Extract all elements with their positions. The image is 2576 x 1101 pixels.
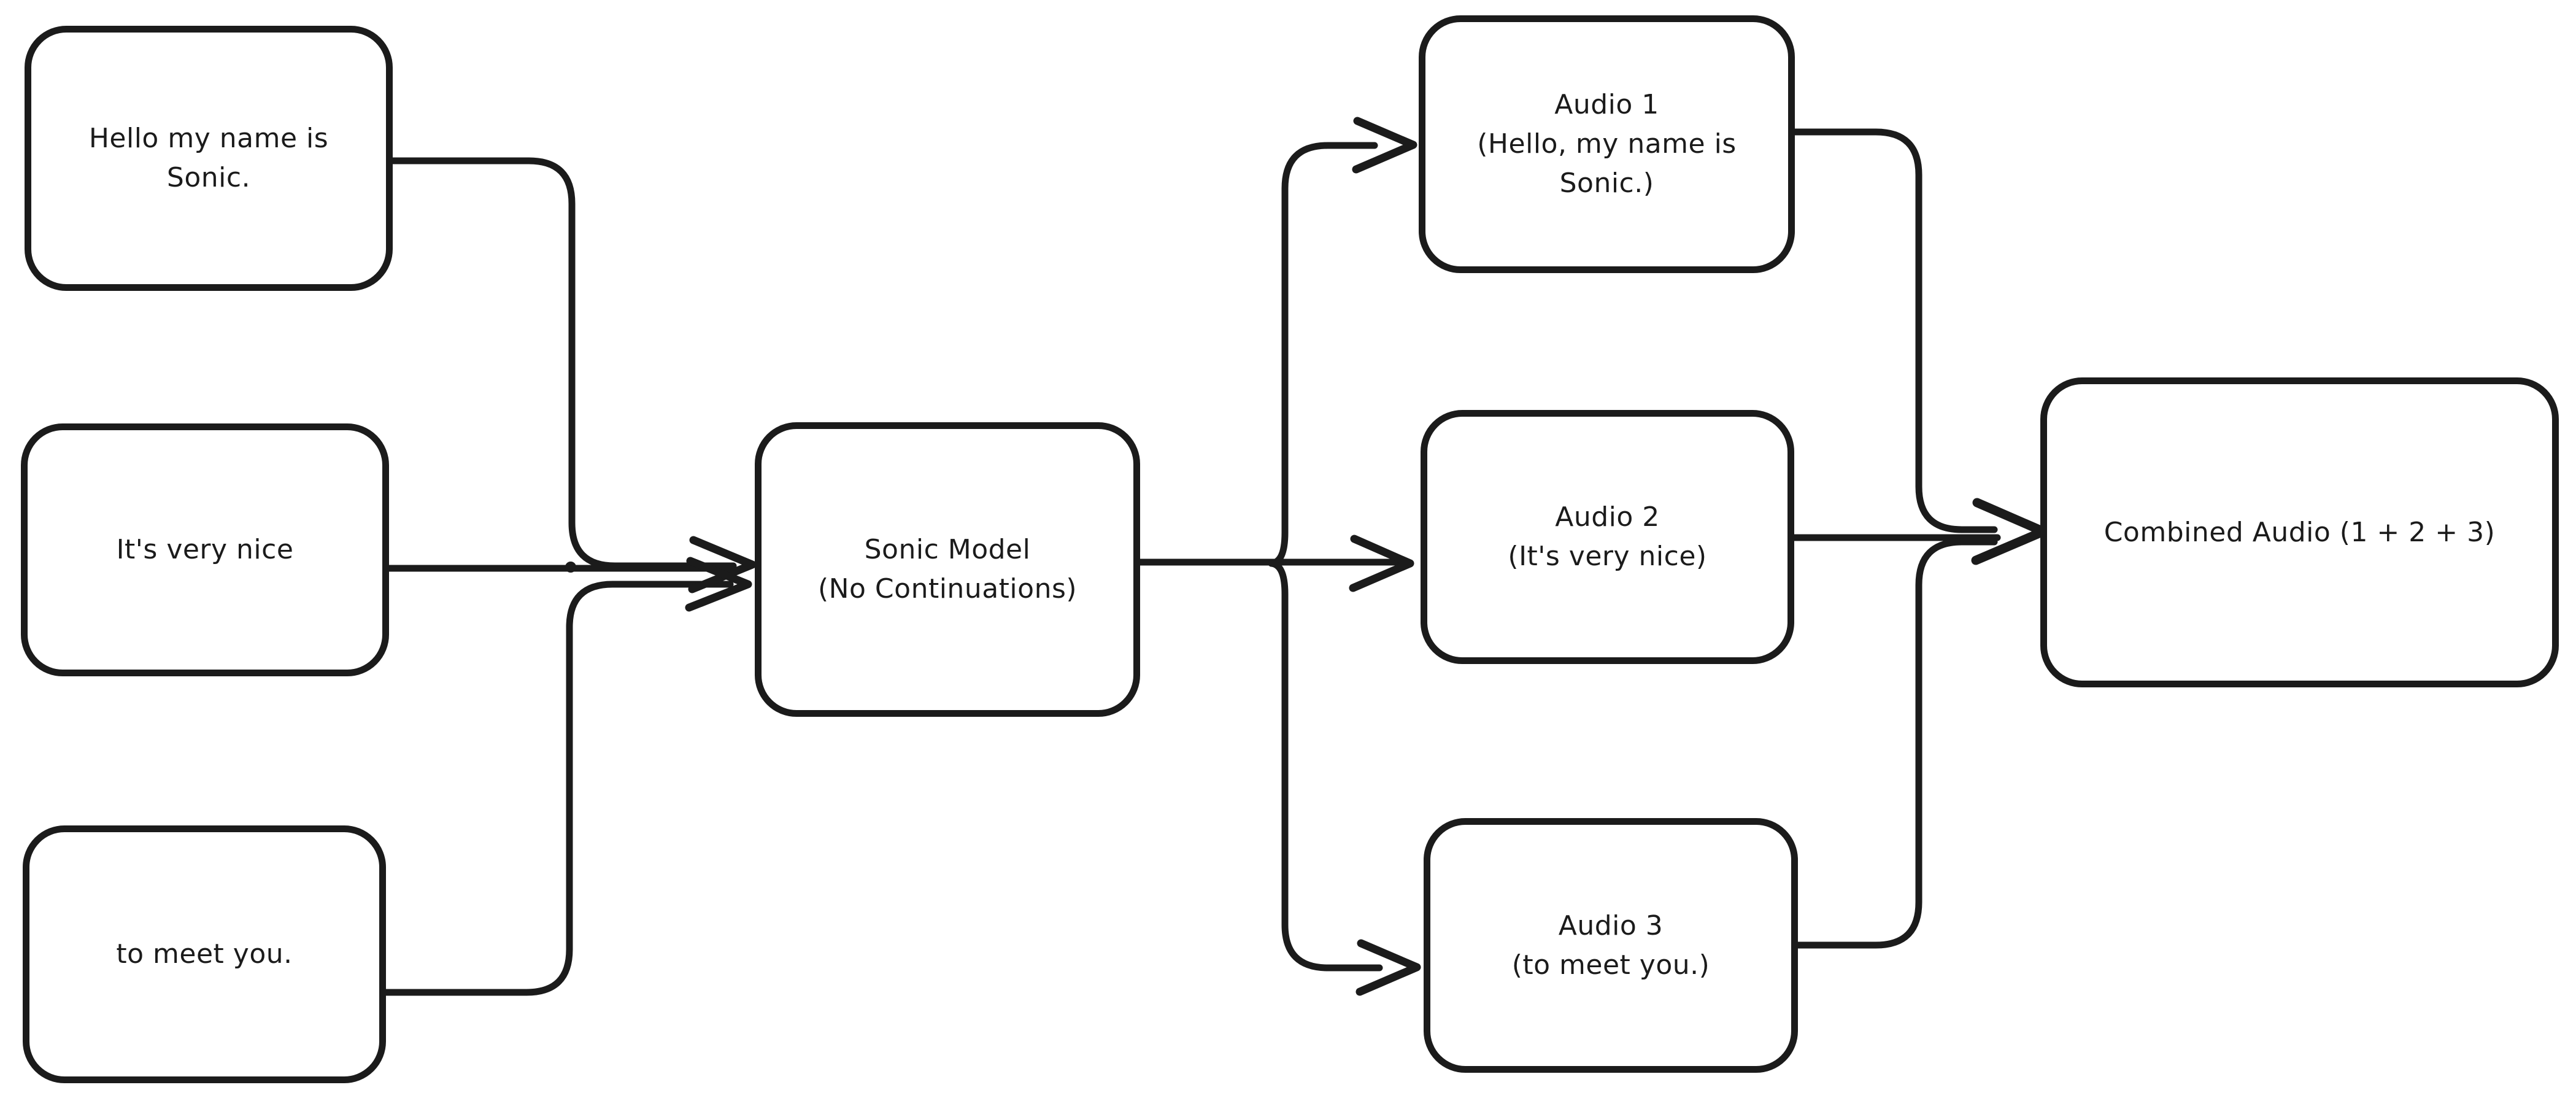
node-audio-2-label: Audio 2 (It's very nice) — [1508, 501, 1707, 572]
node-input-3: to meet you. — [23, 825, 386, 1083]
node-audio-1-label: Audio 1 (Hello, my name is Sonic.) — [1477, 89, 1737, 199]
node-sonic-model-label: Sonic Model (No Continuations) — [817, 534, 1078, 605]
edge-model-audio3 — [1268, 560, 1383, 972]
node-audio-2: Audio 2 (It's very nice) — [1421, 410, 1794, 664]
arrowhead-into-model-upper-icon — [688, 536, 757, 593]
arrowhead-into-model-lower-icon — [685, 557, 752, 612]
arrowhead-into-audio3-icon — [1355, 939, 1421, 996]
node-input-2: It's very nice — [21, 423, 389, 676]
edge-audio1-combined — [1791, 128, 1998, 533]
edge-junction-dot — [565, 562, 576, 573]
edge-input1-model — [389, 157, 737, 570]
node-input-1: Hello my name is Sonic. — [25, 26, 393, 291]
edge-model-audio1 — [1268, 142, 1378, 567]
node-audio-3-label: Audio 3 (to meet you.) — [1511, 910, 1710, 981]
edge-audio3-combined — [1794, 538, 1998, 949]
node-sonic-model: Sonic Model (No Continuations) — [755, 422, 1140, 717]
node-input-2-label: It's very nice — [116, 534, 294, 566]
node-combined-audio-label: Combined Audio (1 + 2 + 3) — [2104, 516, 2496, 548]
node-input-3-label: to meet you. — [116, 938, 293, 970]
node-audio-1: Audio 1 (Hello, my name is Sonic.) — [1419, 15, 1795, 273]
arrowhead-into-audio1-icon — [1352, 117, 1417, 174]
arrowhead-into-audio2-icon — [1349, 535, 1414, 592]
edge-input3-model — [382, 581, 734, 996]
node-audio-3: Audio 3 (to meet you.) — [1424, 818, 1798, 1073]
node-input-1-label: Hello my name is Sonic. — [88, 123, 329, 193]
node-combined-audio: Combined Audio (1 + 2 + 3) — [2040, 377, 2559, 687]
